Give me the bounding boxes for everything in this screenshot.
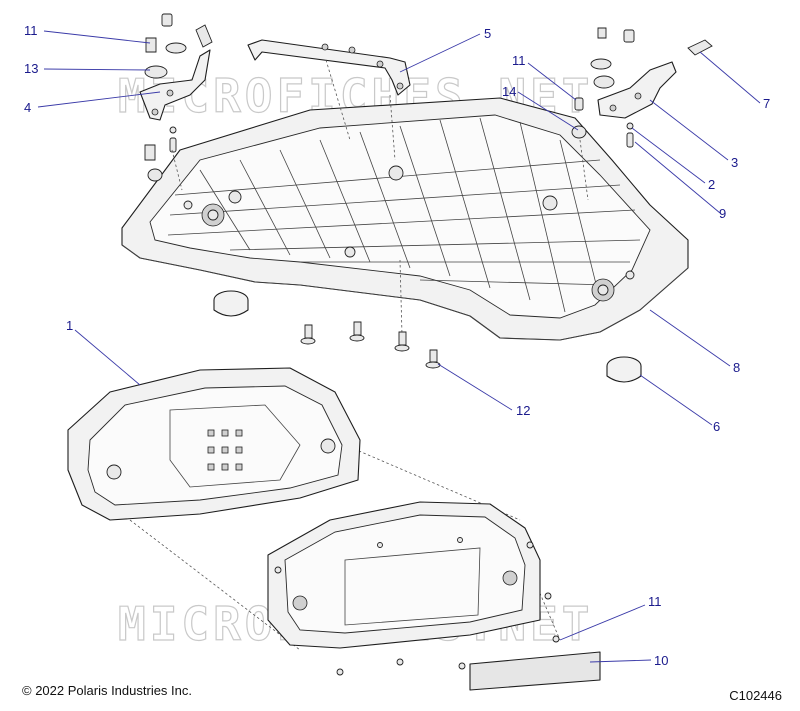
callout-5: 5 xyxy=(484,26,491,41)
callout-11-top-mid: 11 xyxy=(512,53,526,68)
callout-8: 8 xyxy=(733,360,740,375)
figure-id: C102446 xyxy=(729,688,782,703)
instrument-cluster-front xyxy=(267,501,541,649)
callout-3: 3 xyxy=(731,155,738,170)
callout-12: 12 xyxy=(516,403,530,418)
decal-label xyxy=(469,651,601,691)
callout-7: 7 xyxy=(763,96,770,111)
callout-14: 14 xyxy=(502,84,516,99)
instrument-tray-housing xyxy=(121,97,689,341)
callout-2: 2 xyxy=(708,177,715,192)
callout-4: 4 xyxy=(24,100,31,115)
right-latch-stack xyxy=(571,27,713,148)
callout-1: 1 xyxy=(66,318,73,333)
callout-13: 13 xyxy=(24,61,38,76)
callout-11-top-left: 11 xyxy=(24,23,38,38)
grommet-left xyxy=(213,290,249,317)
mounting-bracket xyxy=(247,39,411,96)
grommet-right xyxy=(606,356,642,383)
screw-set xyxy=(300,321,441,369)
copyright-notice: © 2022 Polaris Industries Inc. xyxy=(22,683,192,698)
cluster-back-cover xyxy=(67,367,361,521)
callout-9: 9 xyxy=(719,206,726,221)
callout-10: 10 xyxy=(654,653,668,668)
callout-6: 6 xyxy=(713,419,720,434)
callout-labels: 11 13 4 5 11 14 7 3 2 9 8 6 1 12 11 10 xyxy=(24,23,770,668)
cluster-screws xyxy=(336,592,560,676)
callout-11-bottom: 11 xyxy=(648,594,662,609)
left-latch-stack xyxy=(139,13,213,182)
leader-lines xyxy=(37,30,761,663)
